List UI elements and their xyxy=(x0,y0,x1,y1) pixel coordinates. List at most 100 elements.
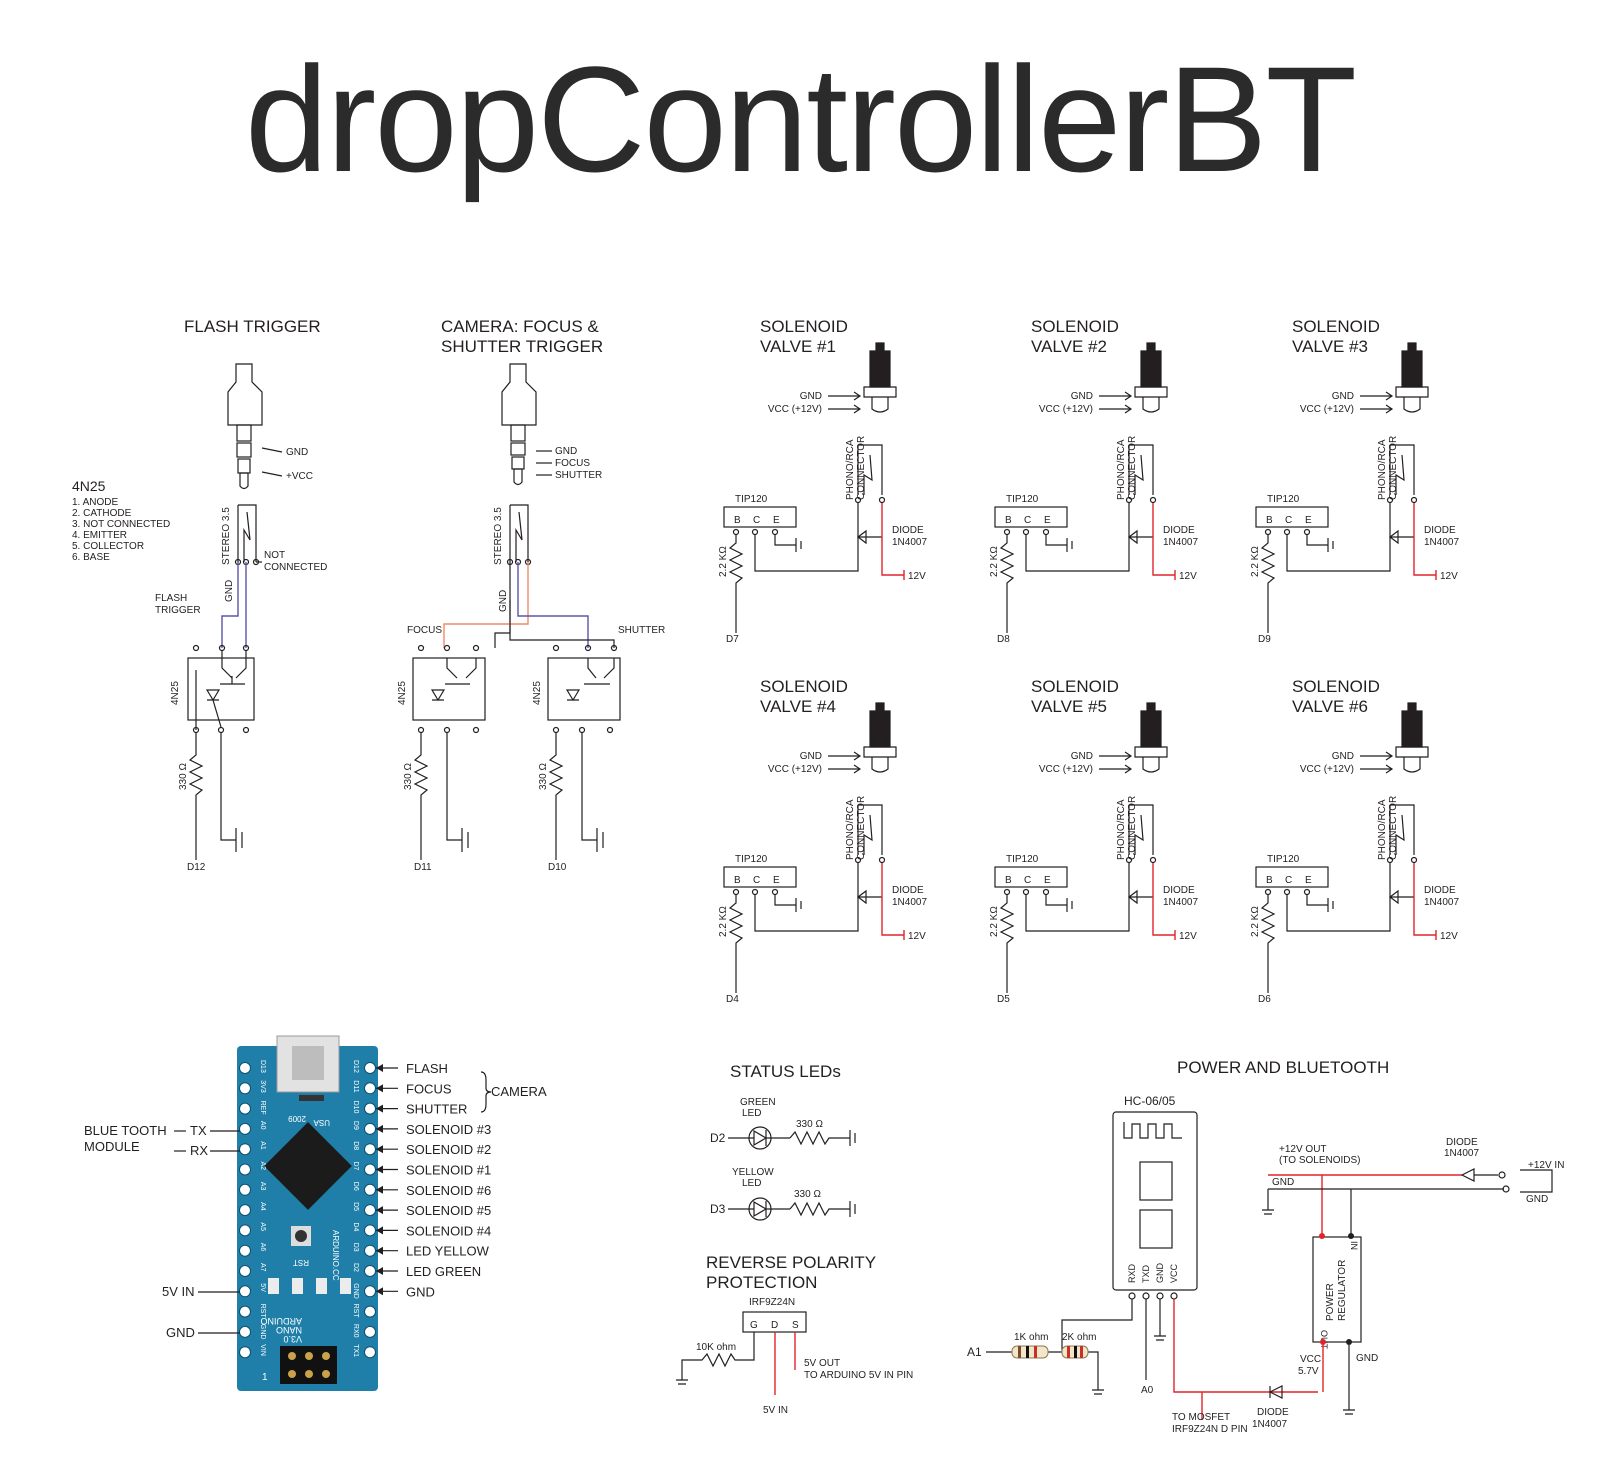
connector-label-1: PHONO/RCA xyxy=(1116,799,1127,860)
transistor-b: B xyxy=(1266,515,1273,526)
bt-module xyxy=(1112,1111,1198,1291)
diode-label-1: DIODE xyxy=(1424,885,1456,896)
header-pin xyxy=(239,1305,251,1318)
base-res-label: 2.2 KΩ xyxy=(989,906,1000,937)
to-mosfet-1: TO MOSFET xyxy=(1172,1412,1230,1423)
optocoupler-legend: 4N25 1. ANODE 2. CATHODE 3. NOT CONNECTE… xyxy=(72,478,170,563)
flash-nc-1: NOT xyxy=(264,550,285,561)
transistor-b: B xyxy=(1005,515,1012,526)
polarity-heading-1: REVERSE POLARITY xyxy=(706,1253,876,1272)
connector-label-2: CONNECTOR xyxy=(856,436,867,500)
transistor-e: E xyxy=(1044,875,1051,886)
transistor-e: E xyxy=(773,875,780,886)
polarity-out-2: TO ARDUINO 5V IN PIN xyxy=(804,1370,913,1381)
solenoid-gnd-label: GND xyxy=(1332,751,1354,762)
icsp-pin1: 1 xyxy=(262,1372,268,1383)
transistor-label: TIP120 xyxy=(1006,854,1039,865)
transistor-body xyxy=(723,866,797,888)
flash-vcc-label: +VCC xyxy=(286,471,313,482)
yellow-pin-label: D3 xyxy=(710,1202,726,1216)
solenoid-title-1: SOLENOID xyxy=(760,317,848,336)
diode-label-2: 1N4007 xyxy=(1163,897,1198,908)
right-pin-name: D10 xyxy=(352,1101,359,1114)
transistor-c: C xyxy=(1024,515,1031,526)
yellow-led-label-1: YELLOW xyxy=(732,1167,774,1178)
header-pin xyxy=(364,1204,376,1217)
solenoid-pin-label: D5 xyxy=(997,994,1010,1005)
mosfet-label: IRF9Z24N xyxy=(749,1297,795,1308)
left-pin-name: A0 xyxy=(259,1121,266,1130)
base-res-label: 2.2 KΩ xyxy=(1250,906,1261,937)
flash-trigger-section: FLASH TRIGGER GND +VCC STEREO 3.5 NOT CO… xyxy=(155,317,327,873)
arrow-icon xyxy=(376,1165,383,1174)
pin-function-label: LED GREEN xyxy=(406,1264,481,1279)
left-pin-name: A5 xyxy=(259,1222,266,1231)
arrow-icon xyxy=(376,1084,383,1093)
camera-heading-2: SHUTTER TRIGGER xyxy=(441,337,603,356)
base-res-label: 2.2 KΩ xyxy=(989,546,1000,577)
left-pin-name: A7 xyxy=(259,1263,266,1272)
diode-label-2: 1N4007 xyxy=(892,537,927,548)
out12-label-2: (TO SOLENOIDS) xyxy=(1279,1155,1361,1166)
r2-label: 2K ohm xyxy=(1062,1332,1096,1343)
arduino-board xyxy=(237,1046,378,1391)
arrow-icon xyxy=(376,1185,383,1194)
flash-heading: FLASH TRIGGER xyxy=(184,317,321,336)
bt-pin-rxd: RXD xyxy=(1127,1263,1137,1283)
bt-pin-vcc: VCC xyxy=(1169,1263,1179,1283)
green-res-label: 330 Ω xyxy=(796,1119,823,1130)
diode-label-1: DIODE xyxy=(1163,885,1195,896)
legend-item: 2. CATHODE xyxy=(72,508,132,519)
left-pin-name: A1 xyxy=(259,1141,266,1150)
rca-plug-icon xyxy=(869,702,891,748)
camera-stereo-label: STEREO 3.5 xyxy=(493,507,504,565)
flash-trigger-1: FLASH xyxy=(155,593,187,604)
solenoid-gnd-label: GND xyxy=(800,391,822,402)
legend-item: 5. COLLECTOR xyxy=(72,541,144,552)
right-pin-name: D9 xyxy=(352,1121,359,1130)
connector-label-2: CONNECTOR xyxy=(1127,436,1138,500)
header-pin xyxy=(364,1163,376,1176)
camera-heading-1: CAMERA: FOCUS & xyxy=(441,317,599,336)
bt-rx-label: RX xyxy=(190,1143,208,1158)
base-res-label: 2.2 KΩ xyxy=(1250,546,1261,577)
camera-focus-label: FOCUS xyxy=(555,458,590,469)
flash-nc-2: CONNECTED xyxy=(264,562,327,573)
yellow-res-label: 330 Ω xyxy=(794,1189,821,1200)
transistor-label: TIP120 xyxy=(1267,854,1300,865)
mosfet-d: D xyxy=(771,1320,778,1331)
arrow-icon xyxy=(376,1206,383,1215)
header-pin xyxy=(239,1204,251,1217)
pin-function-label: SOLENOID #5 xyxy=(406,1203,491,1218)
legend-item: 1. ANODE xyxy=(72,497,118,508)
header-pin xyxy=(364,1122,376,1135)
solenoid-pin-label: D9 xyxy=(1258,634,1271,645)
board-text-2: NANO xyxy=(276,1325,302,1335)
left-pin-name: 3V3 xyxy=(259,1080,266,1093)
bt-module-label: HC-06/05 xyxy=(1124,1094,1176,1108)
diode-symbol xyxy=(1389,889,1414,905)
power-heading: POWER AND BLUETOOTH xyxy=(1177,1058,1389,1077)
bt-label-2: MODULE xyxy=(84,1139,140,1154)
right-pin-name: D6 xyxy=(352,1182,359,1191)
camera-shutter-label: SHUTTER xyxy=(555,470,602,481)
diode2-label-1: DIODE xyxy=(1257,1407,1289,1418)
power-bluetooth: POWER AND BLUETOOTH HC-06/05 RXD TXD GND… xyxy=(967,1058,1564,1435)
solenoid-title-2: VALVE #4 xyxy=(760,697,836,716)
to-mosfet-2: IRF9Z24N D PIN xyxy=(1172,1424,1248,1435)
connector-label-2: CONNECTOR xyxy=(1127,796,1138,860)
solenoid-pin-label: D6 xyxy=(1258,994,1271,1005)
camera-shutter-wire: SHUTTER xyxy=(618,625,665,636)
diode-label-2: 1N4007 xyxy=(1444,1148,1479,1159)
transistor-label: TIP120 xyxy=(1267,494,1300,505)
v12-label: 12V xyxy=(1179,931,1197,942)
in12-label: +12V IN xyxy=(1528,1160,1564,1171)
solenoid-gnd-label: GND xyxy=(800,751,822,762)
pin-function-label: LED YELLOW xyxy=(406,1244,490,1259)
transistor-e: E xyxy=(773,515,780,526)
